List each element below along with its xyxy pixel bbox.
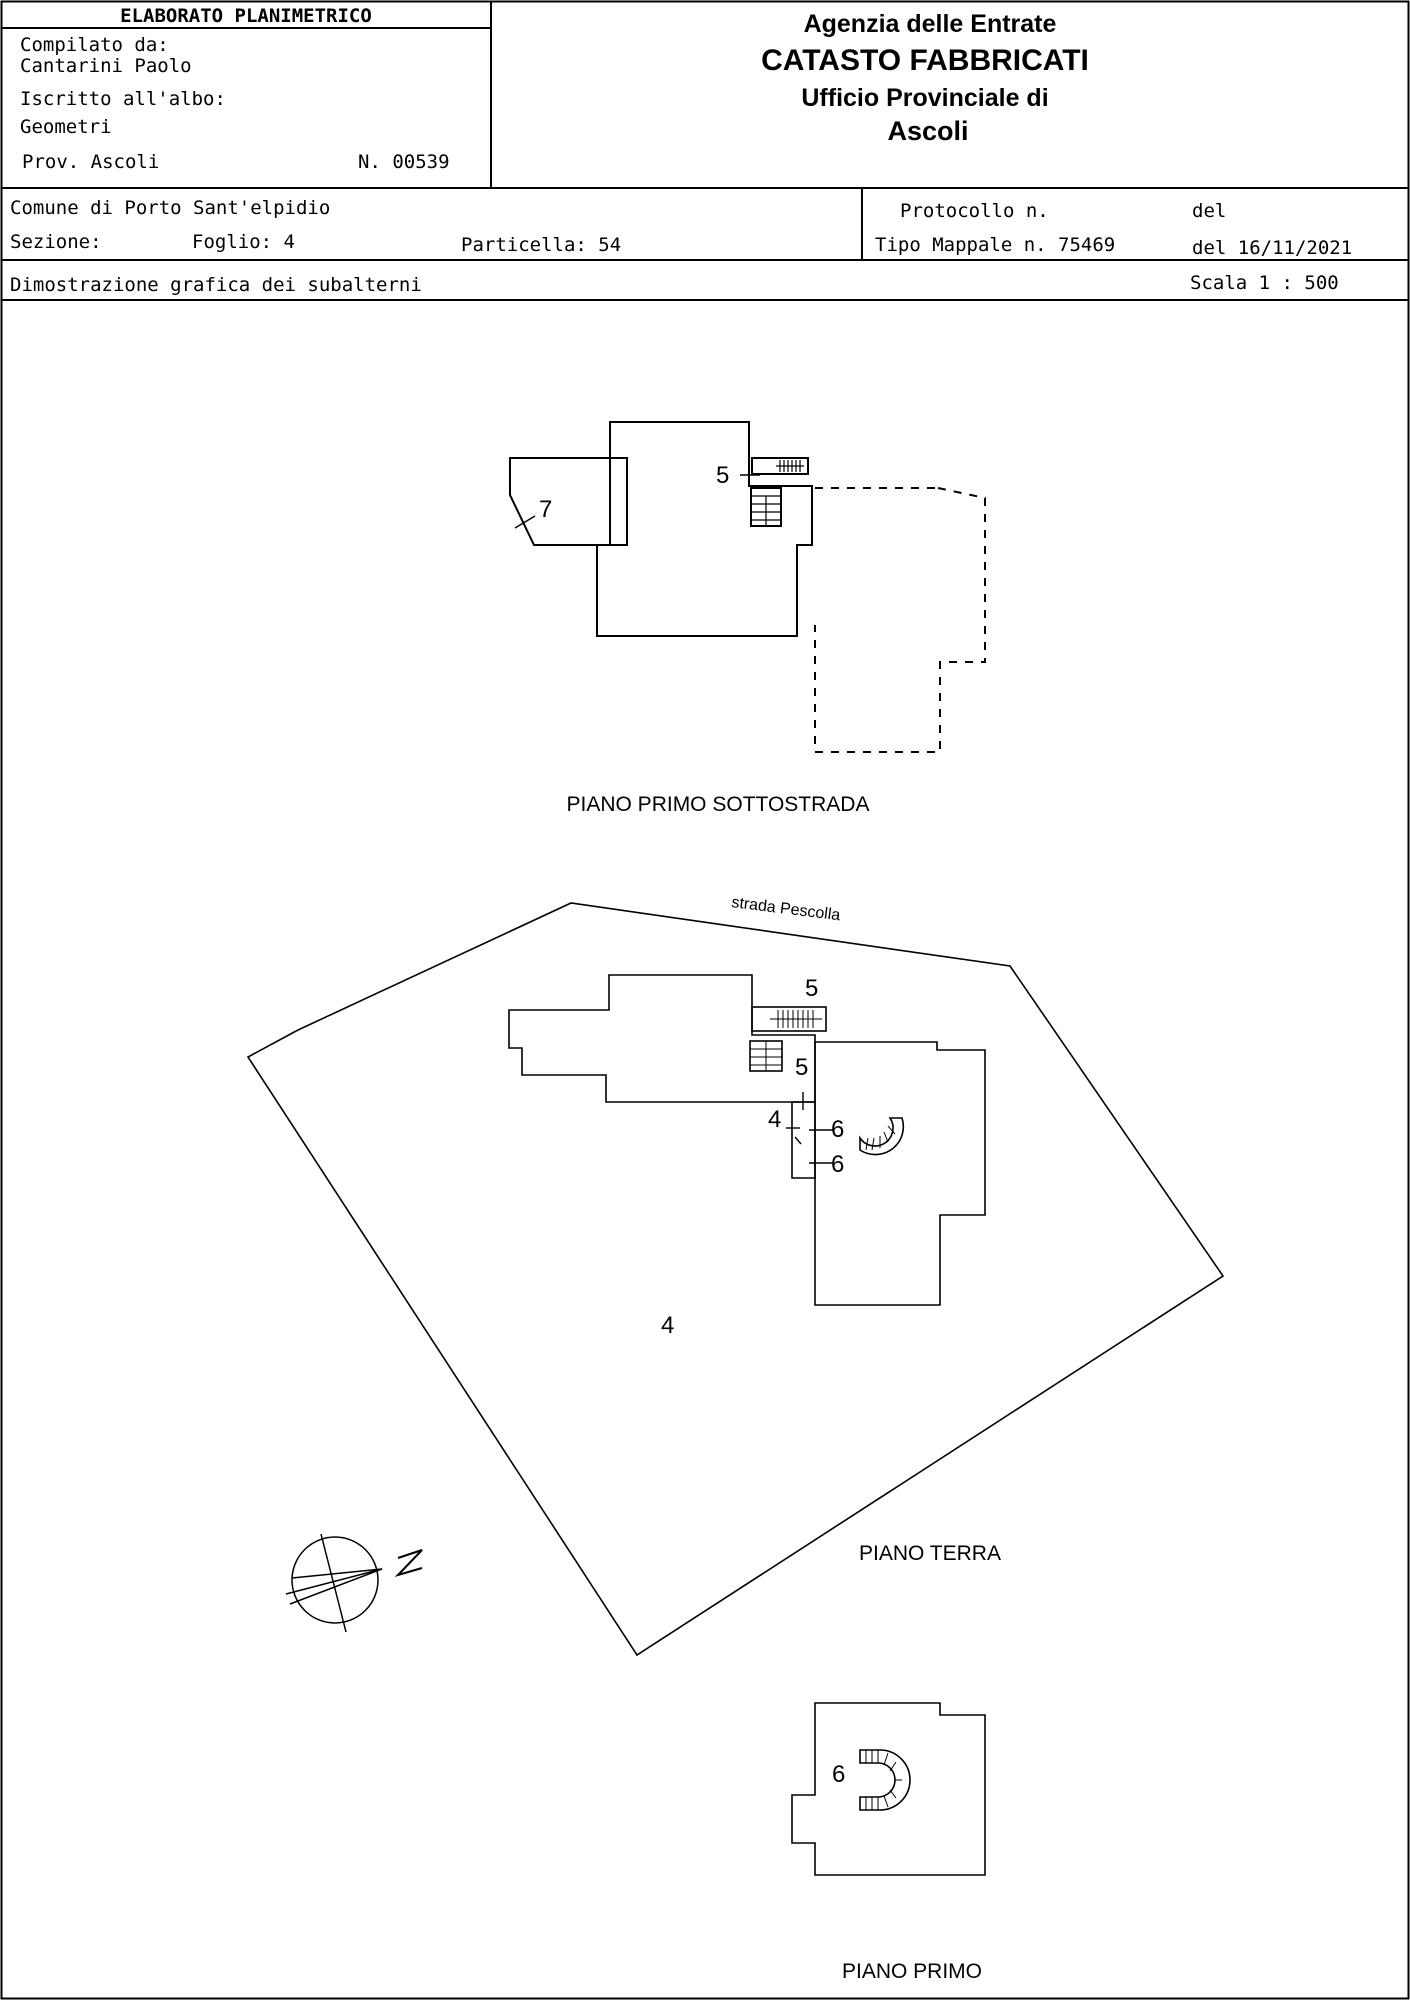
protocollo-label: Protocollo n. — [900, 200, 1049, 222]
building-wing-east — [814, 1041, 986, 1306]
compilato-name: Cantarini Paolo — [20, 55, 192, 77]
label-sub-5-sottostrada: 5 — [716, 462, 729, 489]
protocollo-del-label: del — [1192, 200, 1226, 222]
floor-plan-terra — [246, 902, 1225, 1657]
dimostrazione-label: Dimostrazione grafica dei subalterni — [10, 274, 422, 296]
floor-plan-primo — [791, 1702, 986, 1876]
floor-plan-sottostrada — [509, 421, 986, 753]
albo-number: N. 00539 — [358, 151, 450, 173]
lot-boundary — [246, 902, 1225, 1657]
label-sub-5-terra-top: 5 — [805, 975, 818, 1002]
label-sub-6-b: 6 — [831, 1151, 844, 1178]
building-wing-west — [508, 974, 816, 1103]
prov-value: Prov. Ascoli — [22, 151, 159, 173]
tipo-mappale-date: del 16/11/2021 — [1192, 237, 1352, 259]
ufficio-label: Ufficio Provinciale di — [801, 84, 1048, 112]
road-label: strada Pescolla — [731, 894, 842, 924]
caption-sottostrada: PIANO PRIMO SOTTOSTRADA — [567, 793, 870, 816]
unit-4-small — [791, 1101, 816, 1179]
label-sub-6-primo: 6 — [832, 1761, 845, 1788]
label-sub-5-terra-mid: 5 — [795, 1054, 808, 1081]
label-sub-4-lot: 4 — [661, 1312, 674, 1339]
doc-title: ELABORATO PLANIMETRICO — [120, 5, 372, 27]
label-sub-6-a: 6 — [831, 1116, 844, 1143]
agency-name: Agenzia delle Entrate — [804, 10, 1057, 38]
building-outline-primo — [791, 1702, 986, 1876]
albo-value: Geometri — [20, 116, 112, 138]
header-frame — [1, 1, 1409, 301]
tipo-mappale-value: Tipo Mappale n. 75469 — [875, 234, 1115, 256]
iscritto-label: Iscritto all'albo: — [20, 88, 226, 110]
particella-value: Particella: 54 — [461, 234, 621, 256]
label-sub-7: 7 — [539, 496, 552, 523]
caption-primo: PIANO PRIMO — [842, 1960, 982, 1983]
compilato-label: Compilato da: — [20, 34, 169, 56]
caption-terra: PIANO TERRA — [859, 1542, 1001, 1565]
scale-value: Scala 1 : 500 — [1190, 272, 1339, 294]
sezione-label: Sezione: — [10, 231, 102, 253]
ufficio-city: Ascoli — [887, 116, 968, 146]
foglio-value: Foglio: 4 — [192, 231, 295, 253]
catasto-title: CATASTO FABBRICATI — [761, 44, 1089, 77]
building-outline-sottostrada — [510, 421, 813, 637]
comune-value: Comune di Porto Sant'elpidio — [10, 197, 330, 219]
label-sub-4-small: 4 — [768, 1106, 781, 1133]
unit-7-outline — [509, 457, 611, 546]
north-arrow-icon — [285, 1533, 423, 1633]
